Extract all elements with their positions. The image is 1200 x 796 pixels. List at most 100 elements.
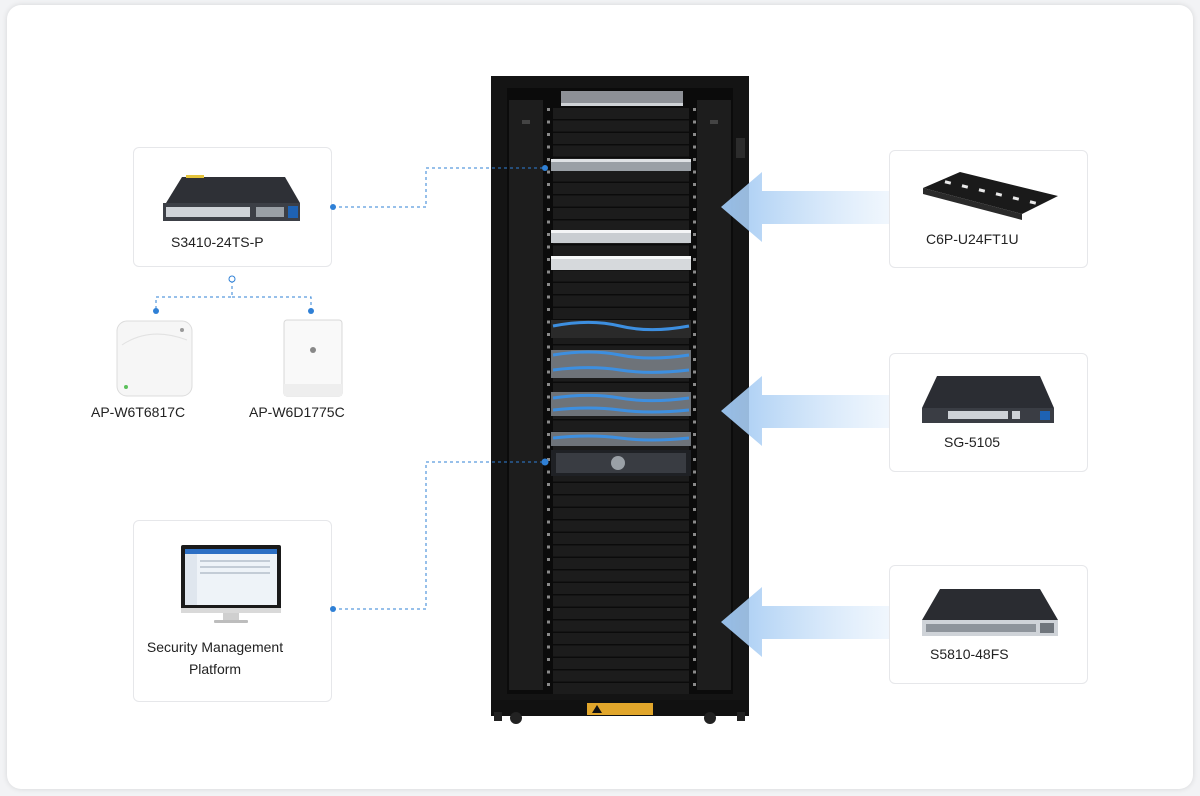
rail-hole [547, 145, 550, 149]
blanking-panel [553, 570, 689, 582]
rail-hole [547, 433, 550, 436]
rail-hole [693, 470, 696, 474]
patch-cable [552, 393, 690, 403]
patch-cable [552, 406, 690, 414]
label-core-switch: S5810-48FS [930, 646, 1009, 662]
blanking-panel [553, 558, 689, 569]
label-gateway: SG-5105 [944, 434, 1001, 450]
rail-hole [693, 483, 696, 486]
access-point-icon [283, 319, 343, 397]
blanking-panel [553, 183, 689, 194]
connector-lines [155, 167, 545, 610]
rail-hole [547, 308, 550, 311]
rail-hole [693, 495, 696, 499]
blanking-panel [553, 533, 689, 544]
branch-node [228, 275, 236, 283]
blanking-panel [553, 133, 689, 144]
rail-hole [693, 633, 696, 636]
rack-patch-panel [551, 159, 691, 171]
blanking-panel [553, 683, 689, 694]
rail-hole [547, 495, 550, 499]
rail-hole [547, 283, 550, 286]
arrow-gateway [721, 376, 889, 446]
rail-hole [693, 158, 696, 161]
blanking-panel [553, 120, 689, 132]
cable-manager-icon [923, 172, 1058, 220]
rail-hole [693, 220, 696, 224]
rail-hole [547, 670, 550, 674]
rail-hole [547, 420, 550, 424]
rail-hole [693, 620, 696, 624]
blanking-panel [553, 245, 689, 257]
rail-hole [547, 658, 550, 661]
blanking-panel [553, 633, 689, 644]
rail-hole [547, 683, 550, 686]
blanking-panel [553, 545, 689, 557]
rack-switch-2 [551, 256, 691, 270]
rail-hole [693, 145, 696, 149]
rail-hole [693, 208, 696, 211]
rail-hole [547, 258, 550, 261]
label-platform-line2: Platform [188, 661, 242, 677]
label-ap-ceiling: AP-W6T6817C [91, 404, 186, 420]
rail-hole [547, 345, 550, 349]
rail-hole [547, 133, 550, 136]
rail-hole [547, 333, 550, 336]
access-point-icon [116, 320, 193, 397]
rail-hole [547, 645, 550, 649]
rail-hole [547, 595, 550, 599]
rail-hole [547, 458, 550, 461]
rack-switch-1 [551, 230, 691, 243]
rail-hole [547, 183, 550, 186]
blanking-panel [553, 170, 689, 182]
rail-hole [547, 583, 550, 586]
rail-hole [693, 358, 696, 361]
blanking-panel [553, 295, 689, 307]
rail-hole [693, 383, 696, 386]
rail-hole [693, 233, 696, 236]
blanking-panel [553, 195, 689, 207]
blanking-panel [553, 333, 689, 344]
arrow-core-switch [721, 587, 889, 657]
rail-hole [693, 533, 696, 536]
rail-hole [547, 608, 550, 611]
label-poe-switch: S3410-24TS-P [171, 234, 264, 250]
rail-hole [693, 433, 696, 436]
rail-hole [693, 683, 696, 686]
rail-hole [547, 570, 550, 574]
rail-hole [693, 445, 696, 449]
blanking-panel [553, 483, 689, 494]
label-platform-line1: Security Management [146, 639, 284, 655]
rail-hole [693, 608, 696, 611]
patch-cable [552, 366, 690, 374]
rail-hole [547, 520, 550, 524]
blanking-panel [553, 645, 689, 657]
rail-hole [547, 395, 550, 399]
rail-hole [693, 345, 696, 349]
patch-cable [552, 350, 690, 360]
rail-hole [693, 270, 696, 274]
rail-hole [547, 533, 550, 536]
blanking-panel [553, 145, 689, 157]
blanking-panel [553, 508, 689, 519]
gateway-icon [922, 376, 1054, 423]
rail-hole [547, 483, 550, 486]
rail-hole [547, 445, 550, 449]
rail-hole [547, 295, 550, 299]
blanking-panel [553, 308, 689, 319]
rail-hole [547, 383, 550, 386]
blanking-panel [553, 420, 689, 432]
rack-rails [547, 108, 696, 686]
label-cable-manager: C6P-U24FT1U [926, 231, 1019, 247]
rail-hole [547, 408, 550, 411]
rail-hole [693, 458, 696, 461]
arrow-cable-manager [721, 172, 889, 242]
rack-server [551, 450, 691, 476]
rail-hole [547, 245, 550, 249]
rail-hole [693, 333, 696, 336]
rail-hole [547, 470, 550, 474]
rail-hole [693, 508, 696, 511]
rail-hole [693, 258, 696, 261]
rail-hole [547, 108, 550, 111]
